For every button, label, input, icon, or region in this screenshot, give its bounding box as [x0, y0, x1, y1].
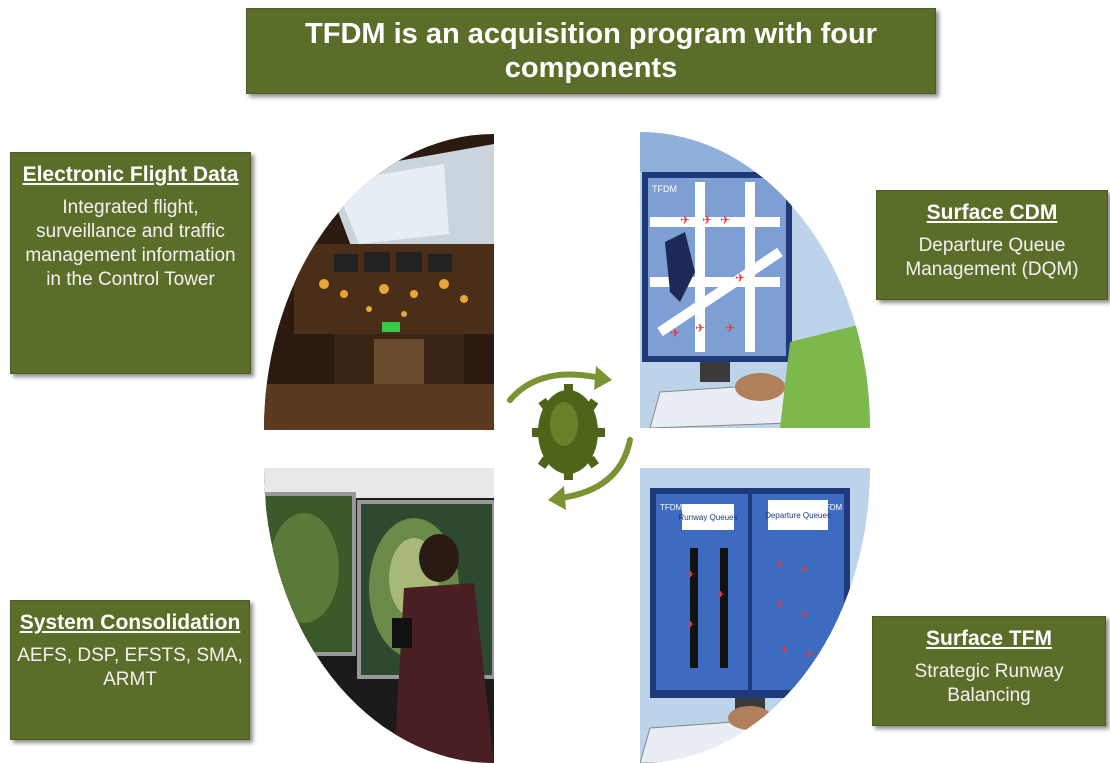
svg-text:✈: ✈	[716, 588, 725, 601]
cockpit-image	[264, 134, 494, 430]
svg-text:✈: ✈	[775, 558, 784, 571]
page-title: TFDM is an acquisition program with four…	[246, 8, 936, 94]
svg-text:✈: ✈	[695, 321, 705, 335]
component-box-surface-cdm: Surface CDM Departure Queue Management (…	[876, 190, 1108, 300]
component-heading: Surface TFM	[925, 627, 1053, 650]
component-heading: Electronic Flight Data	[22, 163, 239, 186]
component-heading: Surface CDM	[926, 201, 1058, 224]
component-description: Strategic Runway Balancing	[914, 661, 1064, 706]
svg-text:✈: ✈	[800, 563, 809, 576]
departure-queues-label: Departure Queues	[765, 511, 831, 520]
component-description: Integrated flight, surveillance and traf…	[25, 197, 236, 290]
surface-tfm-illustration: TFDM TFDM Runway Queues Departure Queues…	[640, 468, 870, 763]
svg-text:✈: ✈	[686, 568, 695, 581]
svg-text:✈: ✈	[720, 213, 730, 227]
svg-text:✈: ✈	[686, 618, 695, 631]
svg-text:✈: ✈	[780, 643, 789, 656]
screen-label-tfdm: TFDM	[660, 503, 683, 512]
cycle-gear-icon	[507, 366, 633, 510]
svg-text:✈: ✈	[805, 648, 814, 661]
svg-text:✈: ✈	[670, 326, 680, 340]
surface-cdm-illustration: TFDM ✈ ✈ ✈ ✈ ✈ ✈ ✈	[640, 132, 870, 428]
svg-text:✈: ✈	[702, 213, 712, 227]
svg-text:✈: ✈	[725, 321, 735, 335]
screen-label-tfdm: TFDM	[820, 503, 843, 512]
svg-text:✈: ✈	[735, 271, 745, 285]
svg-text:✈: ✈	[775, 598, 784, 611]
component-heading: System Consolidation	[19, 611, 241, 634]
component-description: AEFS, DSP, EFSTS, SMA, ARMT	[17, 645, 243, 690]
svg-text:✈: ✈	[680, 213, 690, 227]
screen-label-tfdm: TFDM	[652, 184, 677, 194]
component-box-system-consolidation: System Consolidation AEFS, DSP, EFSTS, S…	[10, 600, 250, 740]
component-box-surface-tfm: Surface TFM Strategic Runway Balancing	[872, 616, 1106, 726]
system-consolidation-photo	[264, 468, 494, 763]
svg-text:✈: ✈	[800, 608, 809, 621]
component-box-electronic-flight-data: Electronic Flight Data Integrated flight…	[10, 152, 251, 374]
runway-queues-label: Runway Queues	[678, 513, 737, 522]
component-description: Departure Queue Management (DQM)	[905, 235, 1079, 280]
